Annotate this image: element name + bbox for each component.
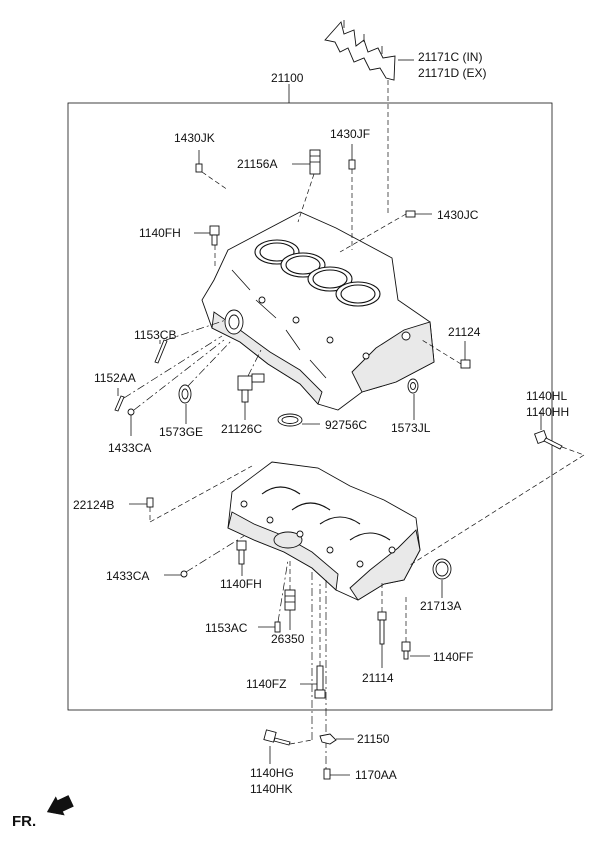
pin-1153cb: [154, 339, 168, 364]
head-gasket-part: [324, 20, 396, 81]
front-direction-label: FR.: [12, 813, 36, 830]
label-21114: 21114: [362, 671, 394, 685]
plug-21124: [460, 359, 471, 369]
lower-crankcase-part: [227, 461, 421, 601]
seal-21713a: [432, 558, 452, 580]
label-21126c: 21126C: [221, 422, 262, 436]
seal-1573ge: [178, 384, 192, 404]
label-1430jc: 1430JC: [437, 208, 479, 222]
front-arrow-icon: [46, 795, 74, 816]
label-1433ca-bottom: 1433CA: [106, 569, 149, 583]
label-1140fz: 1140FZ: [246, 677, 286, 691]
label-1430jf: 1430JF: [330, 127, 370, 141]
label-1153ac: 1153AC: [205, 621, 248, 635]
label-1573jl: 1573JL: [391, 421, 431, 435]
label-21150: 21150: [357, 732, 390, 746]
label-1140hk: 1140HK: [250, 782, 292, 796]
label-21171c: 21171C (IN): [418, 50, 482, 64]
label-22124b: 22124B: [73, 498, 114, 512]
label-1140ff: 1140FF: [433, 650, 473, 664]
bolt-1140fh-bottom: [236, 540, 247, 565]
label-1140hl: 1140HL: [526, 389, 567, 403]
dowel-1430jc: [405, 210, 416, 218]
label-1140fh-top: 1140FH: [139, 226, 181, 240]
plug-1433ca-bottom: [180, 570, 188, 578]
bolt-1140fz: [314, 665, 326, 699]
label-1430jk: 1430JK: [174, 131, 215, 145]
label-21100: 21100: [271, 71, 304, 85]
label-26350: 26350: [271, 632, 305, 646]
label-1140hh: 1140HH: [526, 405, 569, 419]
label-1140hg: 1140HG: [250, 766, 294, 780]
filter-26350: [284, 589, 296, 611]
plug-1170aa: [323, 768, 331, 780]
bolt-1140hl-hh: [534, 430, 563, 450]
label-1170aa: 1170AA: [355, 768, 397, 782]
label-1140fh-bottom: 1140FH: [220, 577, 262, 591]
dowel-1430jk: [195, 163, 203, 173]
bolt-1140fh-top: [209, 225, 220, 246]
label-21124: 21124: [448, 325, 481, 339]
bolt-1140ff: [401, 641, 411, 660]
bolt-1140hg-hk: [263, 729, 291, 746]
label-21171d: 21171D (EX): [418, 66, 486, 80]
oring-92756c: [277, 413, 303, 427]
label-1433ca-top: 1433CA: [108, 441, 151, 455]
bolt-21114: [377, 611, 387, 645]
seal-1573jl: [407, 378, 419, 394]
pin-1153ac: [274, 621, 281, 633]
label-92756c: 92756C: [325, 418, 367, 432]
label-21713a: 21713A: [420, 599, 461, 613]
label-21156a: 21156A: [237, 157, 277, 171]
jet-21150: [319, 733, 337, 745]
sensor-21156a: [309, 149, 321, 175]
plug-1433ca-top: [127, 408, 135, 416]
fitting-21126c: [237, 373, 265, 403]
dowel-1430jf: [348, 159, 356, 170]
label-1153cb: 1153CB: [134, 328, 176, 342]
upper-cylinder-block-part: [201, 211, 435, 411]
label-1152aa: 1152AA: [94, 371, 136, 385]
plug-1152aa: [114, 395, 125, 412]
dowel-22124b: [146, 497, 154, 508]
assembly-frame: [67, 102, 553, 711]
label-1573ge: 1573GE: [159, 425, 203, 439]
